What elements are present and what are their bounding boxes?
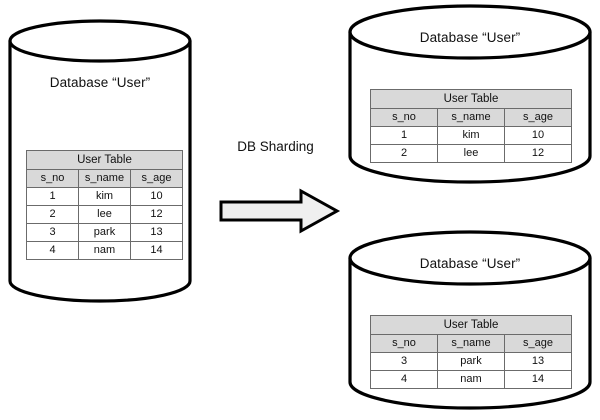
- table-caption-row: User Table: [26, 150, 183, 170]
- cell-s-name: kim: [78, 187, 131, 206]
- cell-s-no: 3: [370, 352, 438, 371]
- cell-s-name: nam: [78, 241, 131, 260]
- column-header-s-no: s_no: [26, 169, 79, 188]
- column-header-s-name: s_name: [437, 108, 505, 127]
- table-caption-cell: User Table: [370, 89, 572, 109]
- cell-s-no: 1: [26, 187, 79, 206]
- column-header-s-no: s_no: [370, 334, 438, 353]
- shard-user-table-2: User Table s_no s_name s_age 3 park 13 4…: [370, 315, 572, 389]
- shard-database-title-2: Database “User”: [419, 256, 521, 271]
- table-row: 1 kim 10: [26, 187, 183, 206]
- cell-s-age: 10: [130, 187, 183, 206]
- shard-database-title-1: Database “User”: [419, 30, 521, 45]
- shard-user-table-1: User Table s_no s_name s_age 1 kim 10 2 …: [370, 89, 572, 163]
- column-header-s-no: s_no: [370, 108, 438, 127]
- source-user-table: User Table s_no s_name s_age 1 kim 10 2 …: [26, 150, 183, 260]
- table-header-row: s_no s_name s_age: [26, 169, 183, 188]
- cell-s-no: 4: [370, 370, 438, 389]
- column-header-s-age: s_age: [504, 108, 572, 127]
- block-arrow-icon: [219, 188, 341, 234]
- table-header-row: s_no s_name s_age: [370, 334, 572, 353]
- cell-s-no: 3: [26, 223, 79, 242]
- table-caption-row: User Table: [370, 315, 572, 335]
- cell-s-age: 12: [504, 144, 572, 163]
- cell-s-no: 4: [26, 241, 79, 260]
- column-header-s-name: s_name: [78, 169, 131, 188]
- table-row: 2 lee 12: [26, 205, 183, 224]
- column-header-s-age: s_age: [504, 334, 572, 353]
- shard-2-table-body: User Table s_no s_name s_age 3 park 13 4…: [370, 315, 572, 389]
- cell-s-age: 14: [130, 241, 183, 260]
- source-table-body: User Table s_no s_name s_age 1 kim 10 2 …: [26, 150, 183, 260]
- sharding-arrow: [218, 188, 341, 234]
- cell-s-name: lee: [437, 144, 505, 163]
- column-header-s-age: s_age: [130, 169, 183, 188]
- cell-s-no: 1: [370, 126, 438, 145]
- table-caption-cell: User Table: [26, 150, 183, 170]
- table-row: 3 park 13: [370, 352, 572, 371]
- cell-s-age: 13: [130, 223, 183, 242]
- shard-1-table-body: User Table s_no s_name s_age 1 kim 10 2 …: [370, 89, 572, 163]
- table-caption-row: User Table: [370, 89, 572, 109]
- table-row: 2 lee 12: [370, 144, 572, 163]
- cell-s-age: 14: [504, 370, 572, 389]
- cell-s-name: park: [78, 223, 131, 242]
- cell-s-age: 10: [504, 126, 572, 145]
- source-database-title: Database “User”: [49, 75, 151, 90]
- cell-s-age: 12: [130, 205, 183, 224]
- table-row: 4 nam 14: [26, 241, 183, 260]
- cell-s-name: lee: [78, 205, 131, 224]
- table-caption-cell: User Table: [370, 315, 572, 335]
- column-header-s-name: s_name: [437, 334, 505, 353]
- cell-s-name: park: [437, 352, 505, 371]
- cell-s-no: 2: [26, 205, 79, 224]
- table-row: 4 nam 14: [370, 370, 572, 389]
- table-row: 1 kim 10: [370, 126, 572, 145]
- table-header-row: s_no s_name s_age: [370, 108, 572, 127]
- cell-s-name: nam: [437, 370, 505, 389]
- cell-s-no: 2: [370, 144, 438, 163]
- cell-s-age: 13: [504, 352, 572, 371]
- table-row: 3 park 13: [26, 223, 183, 242]
- cell-s-name: kim: [437, 126, 505, 145]
- process-label-db-sharding: DB Sharding: [237, 139, 314, 154]
